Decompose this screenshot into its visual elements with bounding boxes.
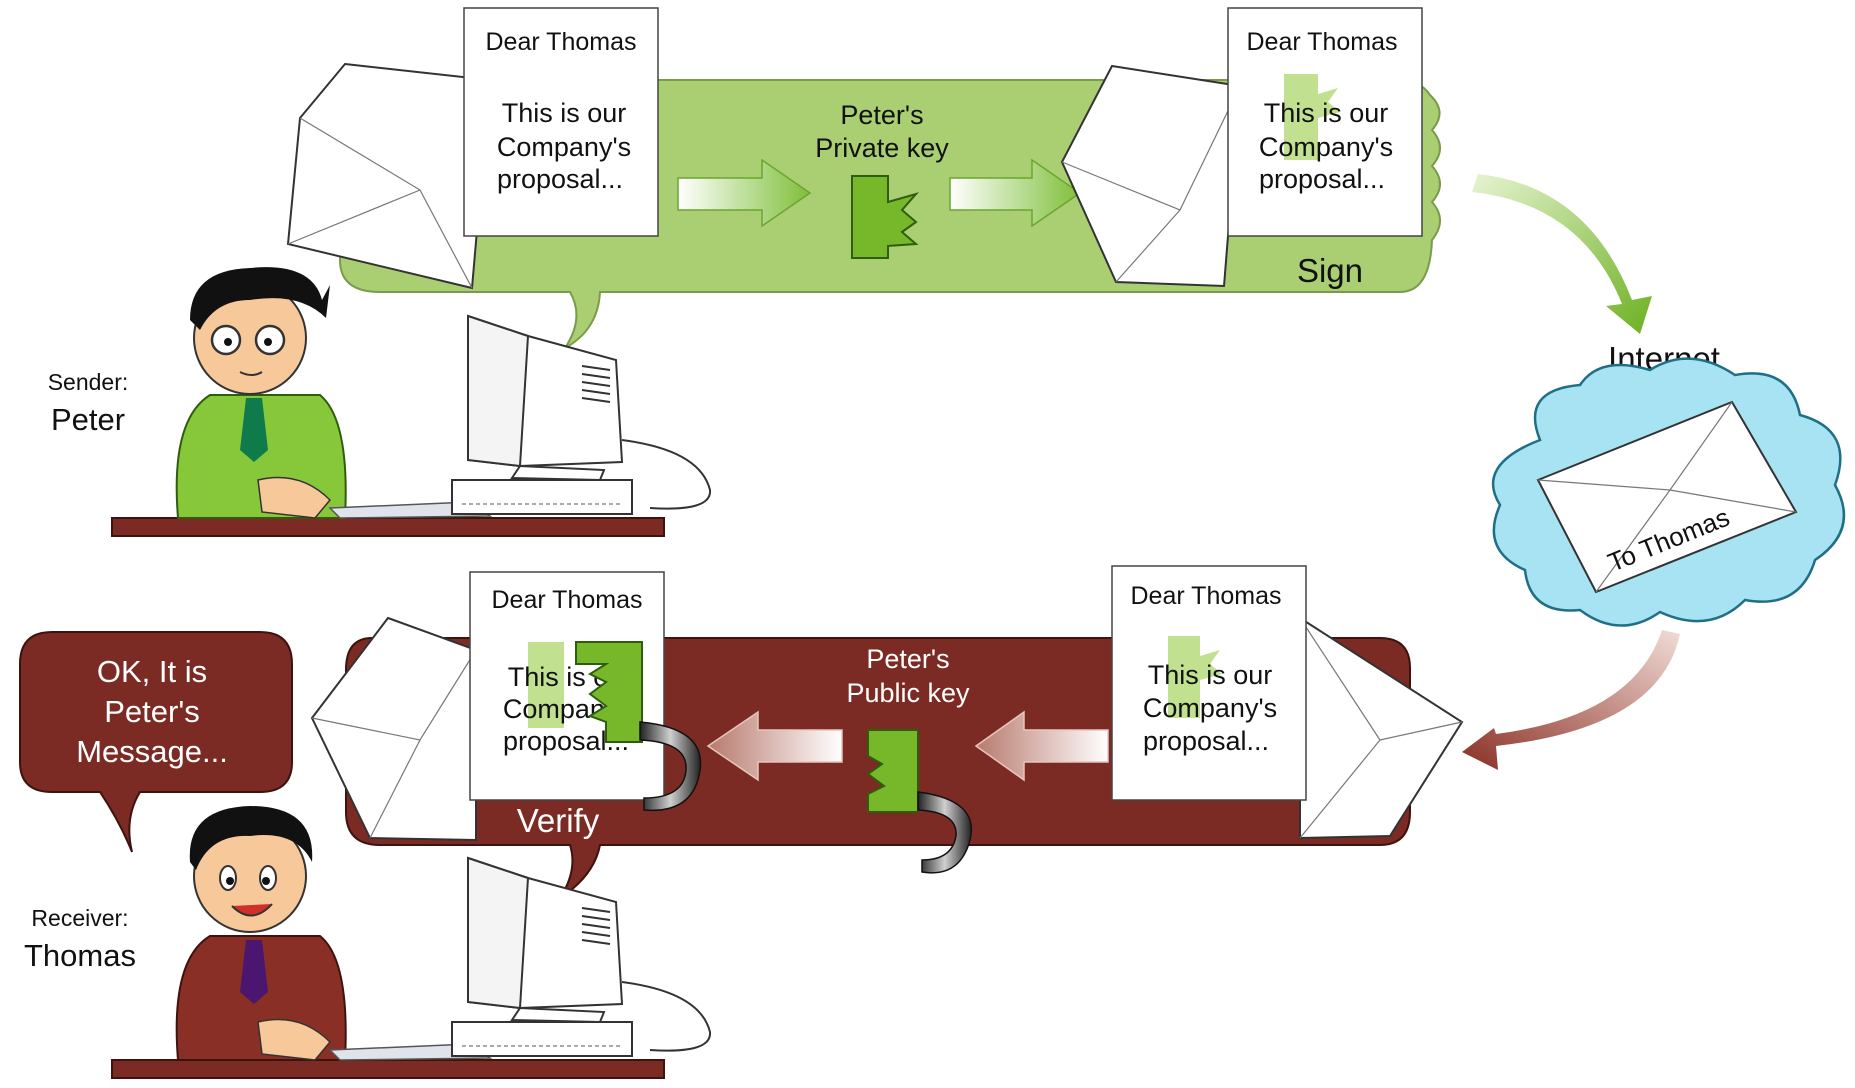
- private-key-label-line1: Peter's: [840, 100, 923, 130]
- private-key-label-line2: Private key: [815, 133, 949, 163]
- receiver-keyboard: [328, 1043, 493, 1061]
- receiver-computer: [451, 856, 712, 1057]
- speech-line3: Message...: [76, 734, 228, 769]
- verify-letter-right-line3: proposal...: [1143, 726, 1269, 756]
- sign-letter-left: Dear Thomas This is our Company's propos…: [463, 7, 659, 237]
- verify-envelope-right: [1299, 616, 1464, 840]
- verify-arrow-2: [706, 710, 843, 782]
- verify-letter-right: Dear Thomas This is our Company's propos…: [1111, 565, 1307, 801]
- receiver-group: OK, It is Peter's Message... Receiver: T…: [19, 631, 712, 1079]
- sender-desk: [111, 517, 665, 537]
- receiver-name: Thomas: [24, 938, 136, 973]
- matched-key-icon: [575, 641, 643, 743]
- private-key-icon: [851, 175, 919, 259]
- sign-letter-right-greeting: Dear Thomas: [1247, 28, 1398, 56]
- from-internet-arrow: [1462, 630, 1680, 770]
- sign-letter-right-line1: This is our: [1264, 98, 1389, 128]
- speech-line2: Peter's: [104, 694, 200, 729]
- internet-cloud: Internet To Thomas: [1491, 340, 1846, 627]
- sign-letter-left-line1: This is our: [502, 98, 627, 128]
- sign-arrow-2: [949, 158, 1082, 228]
- sign-letter-right: Dear Thomas This is our Company's propos…: [1227, 7, 1423, 237]
- receiver-avatar: [175, 806, 347, 1061]
- to-internet-arrow: [1472, 174, 1652, 334]
- sign-step-label: Sign: [1297, 252, 1363, 289]
- sign-envelope-right: [1060, 64, 1242, 288]
- sender-computer: [451, 314, 712, 515]
- verify-envelope-left: [310, 616, 477, 842]
- verify-arrow-1: [974, 710, 1109, 782]
- public-key-hook: [917, 791, 973, 874]
- sign-letter-left-greeting: Dear Thomas: [486, 28, 637, 56]
- sign-letter-right-line2: Company's: [1259, 132, 1393, 162]
- public-key-icon: [866, 729, 973, 874]
- sign-envelope-left: [286, 62, 492, 290]
- sign-letter-left-line3: proposal...: [497, 164, 623, 194]
- sign-letter-left-line2: Company's: [497, 132, 631, 162]
- speech-line1: OK, It is: [97, 654, 207, 689]
- matched-key-hook: [639, 721, 702, 812]
- sign-letter-right-line3: proposal...: [1259, 164, 1385, 194]
- verify-letter-right-greeting: Dear Thomas: [1131, 582, 1282, 610]
- verify-letter-left-greeting: Dear Thomas: [492, 586, 643, 614]
- public-key-label-line2: Public key: [846, 678, 970, 708]
- sender-keyboard: [328, 501, 493, 519]
- sign-panel: Dear Thomas This is our Company's propos…: [286, 7, 1441, 349]
- sender-name: Peter: [51, 402, 125, 437]
- public-key-label-line1: Peter's: [866, 644, 949, 674]
- sign-arrow-1: [677, 158, 812, 228]
- verify-letter-right-line1: This is our: [1148, 660, 1273, 690]
- received-signature-mark: [1168, 636, 1222, 718]
- sender-avatar: [175, 267, 347, 519]
- receiver-role: Receiver:: [31, 905, 128, 931]
- verify-step-label: Verify: [517, 802, 600, 839]
- signature-mark: [1284, 74, 1340, 160]
- receiver-speech-bubble: OK, It is Peter's Message...: [19, 631, 293, 853]
- sender-role: Sender:: [48, 369, 129, 395]
- receiver-desk: [111, 1059, 665, 1079]
- verify-letter-left: Dear Thomas This is our Company's propos…: [469, 571, 702, 812]
- verify-letter-right-line2: Company's: [1143, 693, 1277, 723]
- sender-group: Sender: Peter: [48, 267, 712, 537]
- verify-panel: Dear Thomas This is our Company's propos…: [310, 565, 1464, 899]
